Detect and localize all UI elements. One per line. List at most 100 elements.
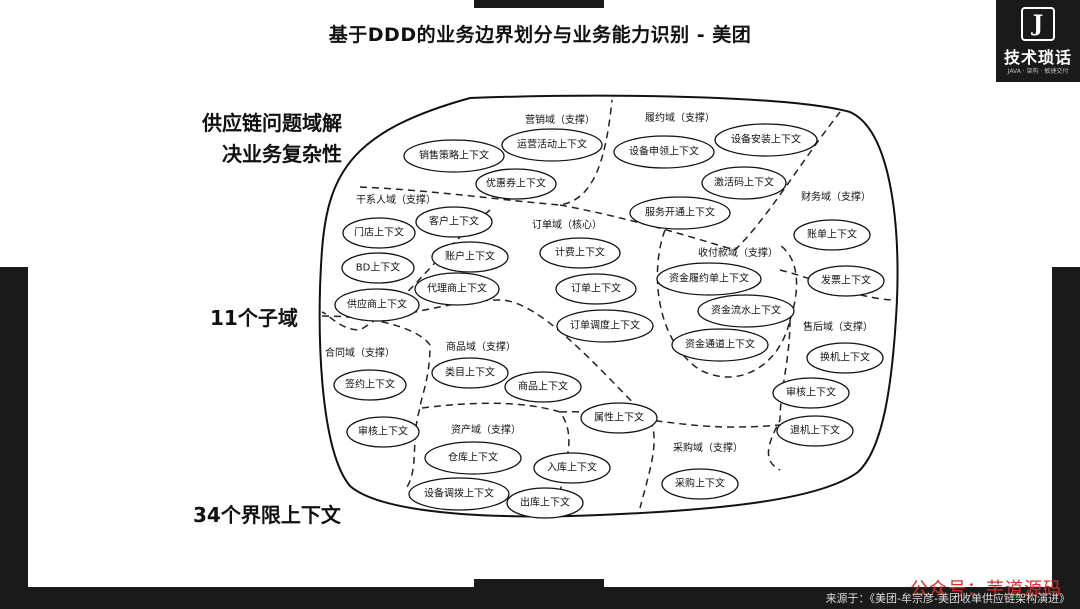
context-invoice: 发票上下文 xyxy=(821,274,871,287)
note-problem-line1: 供应链问题域解 xyxy=(202,111,342,135)
logo: J 技术琐话 JAVA · 架构 · 敏捷交付 xyxy=(996,0,1080,82)
context-bd: BD上下文 xyxy=(356,261,401,274)
boundary-payment xyxy=(656,229,791,378)
boundary-fulfillment xyxy=(559,111,841,251)
context-agent: 代理商上下文 xyxy=(427,282,487,295)
ellipse-product xyxy=(504,371,582,403)
context-order-dispatch: 订单调度上下文 xyxy=(570,319,640,332)
ellipse-sign xyxy=(333,369,407,401)
ellipse-outbound xyxy=(506,487,584,519)
domain-label-purchase: 采购域（支撑） xyxy=(673,441,743,454)
ellipse-order-dispatch xyxy=(556,309,654,343)
ellipse-device-apply xyxy=(613,135,715,169)
domain-label-order: 订单域（核心） xyxy=(532,218,602,231)
ellipse-fund-channel xyxy=(671,328,769,362)
note-problem-line2: 决业务复杂性 xyxy=(222,142,342,166)
ellipse-store xyxy=(342,217,416,249)
context-return: 退机上下文 xyxy=(790,424,840,437)
context-product: 商品上下文 xyxy=(518,380,568,393)
bottom-bar xyxy=(0,587,1080,609)
bottom-tab xyxy=(474,579,604,587)
page-title: 基于DDD的业务边界划分与业务能力识别 - 美团 xyxy=(328,24,752,46)
ellipse-account xyxy=(431,241,509,273)
ellipse-billing xyxy=(539,237,621,269)
ellipse-return xyxy=(776,415,854,447)
context-activation-code: 激活码上下文 xyxy=(714,176,774,189)
logo-mark: J xyxy=(1021,7,1055,41)
source-footer: 来源于：《美团-牟宗彦-美团收单供应链架构演进》 xyxy=(825,592,1070,605)
context-supplier: 供应商上下文 xyxy=(347,298,407,311)
domain-label-aftersale: 售后域（支撑） xyxy=(803,320,873,333)
ellipse-order xyxy=(555,273,637,305)
context-outbound: 出库上下文 xyxy=(520,496,570,509)
ellipse-coupon xyxy=(475,168,557,200)
context-transfer: 设备调拨上下文 xyxy=(424,487,494,500)
domain-label-marketing: 营销域（支撑） xyxy=(525,113,595,126)
ellipse-sales-strategy xyxy=(403,139,505,173)
context-ellipses xyxy=(333,123,885,519)
context-order: 订单上下文 xyxy=(571,282,621,295)
context-billing: 计费上下文 xyxy=(555,246,605,259)
domain-label-contract: 合同域（支撑） xyxy=(325,346,395,359)
context-store: 门店上下文 xyxy=(354,226,404,239)
context-sign: 签约上下文 xyxy=(345,378,395,391)
top-tab xyxy=(474,0,604,8)
boundary-purchase xyxy=(639,419,655,509)
ellipse-device-install xyxy=(714,123,818,157)
domain-label-fulfillment: 履约域（支撑） xyxy=(645,111,715,124)
context-service-open: 服务开通上下文 xyxy=(645,206,715,219)
context-customer: 客户上下文 xyxy=(429,215,479,228)
context-bill: 账单上下文 xyxy=(807,228,857,241)
context-ops-activity: 运营活动上下文 xyxy=(517,138,587,151)
ellipse-purchase xyxy=(661,468,739,500)
problem-space-boundary xyxy=(318,94,899,518)
ellipse-transfer xyxy=(408,477,510,511)
ellipse-ops-activity xyxy=(501,128,603,162)
note-subdomains: 11个子域 xyxy=(210,306,298,330)
ellipse-customer xyxy=(415,206,493,238)
ellipse-audit-after xyxy=(772,377,850,409)
domain-label-relations: 干系人域（支撑） xyxy=(356,193,436,206)
context-account: 账户上下文 xyxy=(445,250,495,263)
watermark: 公众号：芋道源码 xyxy=(910,579,1062,600)
ellipse-fund-contract xyxy=(656,262,762,296)
left-side-bar xyxy=(0,267,28,587)
ellipse-warehouse xyxy=(424,441,522,475)
ellipse-inbound xyxy=(533,452,611,484)
ellipse-attribute xyxy=(580,402,658,434)
context-sales-strategy: 销售策略上下文 xyxy=(419,149,489,162)
ellipse-audit-contract xyxy=(346,416,420,448)
domain-label-finance: 财务域（支撑） xyxy=(801,190,871,203)
context-purchase: 采购上下文 xyxy=(675,477,725,490)
ellipse-service-open xyxy=(629,196,731,230)
ellipse-exchange xyxy=(806,342,884,374)
context-fund-contract: 资金履约单上下文 xyxy=(669,272,749,285)
context-device-install: 设备安装上下文 xyxy=(731,133,801,146)
boundary-product xyxy=(421,402,570,501)
ellipse-supplier xyxy=(334,288,420,322)
context-exchange: 换机上下文 xyxy=(820,351,870,364)
context-fund-channel: 资金通道上下文 xyxy=(685,338,755,351)
context-coupon: 优惠券上下文 xyxy=(486,177,546,190)
logo-subtitle: JAVA · 架构 · 敏捷交付 xyxy=(1007,68,1069,75)
domain-label-asset: 资产域（支撑） xyxy=(451,423,521,436)
ellipse-bill xyxy=(793,219,871,251)
ellipse-fund-flow xyxy=(697,294,795,328)
right-side-bar xyxy=(1052,267,1080,587)
context-attribute: 属性上下文 xyxy=(594,411,644,424)
context-device-apply: 设备申领上下文 xyxy=(629,145,699,158)
ellipse-activation-code xyxy=(701,166,787,200)
context-fund-flow: 资金流水上下文 xyxy=(711,304,781,317)
boundary-aftersale xyxy=(767,319,791,471)
domain-label-payment: 收付款域（支撑） xyxy=(698,246,778,259)
logo-name: 技术琐话 xyxy=(1003,48,1072,67)
domain-label-product: 商品域（支撑） xyxy=(446,340,516,353)
context-warehouse: 仓库上下文 xyxy=(448,451,498,464)
context-audit-after: 审核上下文 xyxy=(786,386,836,399)
boundary-order xyxy=(374,299,651,421)
context-inbound: 入库上下文 xyxy=(547,461,597,474)
ellipse-category xyxy=(431,357,509,389)
ellipse-agent xyxy=(414,272,500,306)
note-contexts: 34个界限上下文 xyxy=(193,503,341,527)
